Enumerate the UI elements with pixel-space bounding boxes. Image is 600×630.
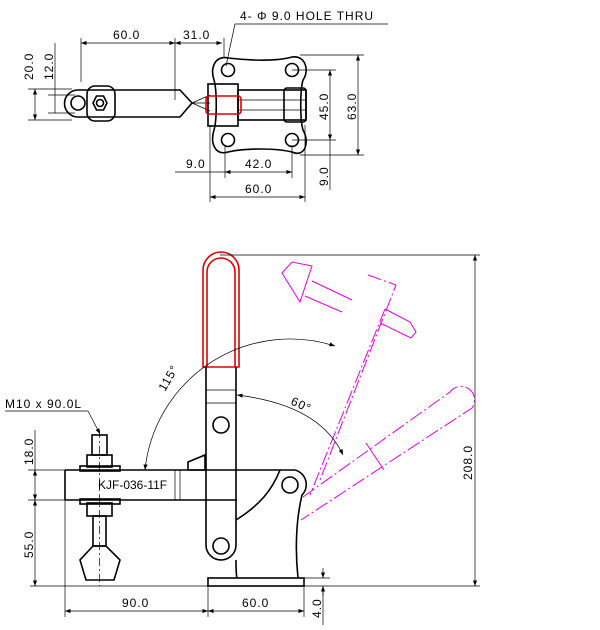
svg-text:63.0: 63.0 [345, 93, 359, 120]
pivot-icon [281, 476, 299, 494]
svg-text:208.0: 208.0 [461, 445, 475, 480]
top-dimensions: 60.0 31.0 20.0 12.0 45.0 63.0 9.0 [22, 28, 364, 202]
pivot-icon [212, 537, 230, 555]
svg-text:20.0: 20.0 [22, 53, 36, 80]
svg-text:18.0: 18.0 [22, 438, 36, 465]
svg-text:55.0: 55.0 [22, 531, 36, 558]
svg-text:60.0: 60.0 [242, 596, 269, 610]
hole-note: 4- Φ 9.0 HOLE THRU [240, 9, 374, 23]
spindle [79, 430, 121, 586]
clamp-arm-top [63, 85, 211, 122]
hole-icon [220, 132, 236, 148]
angle-release: 60° [289, 394, 314, 416]
lever [205, 367, 237, 561]
pivot-icon [212, 416, 230, 434]
hole-icon [220, 62, 236, 78]
svg-text:60.0: 60.0 [113, 28, 140, 42]
base-plate-top [205, 56, 307, 155]
side-view: KJF-036-11F M10 x 90.0L 115° 60° 208.0 [5, 251, 480, 625]
svg-text:12.0: 12.0 [42, 53, 56, 80]
alternate-position [281, 261, 476, 521]
handle-grip-top [205, 95, 242, 115]
svg-text:90.0: 90.0 [122, 596, 149, 610]
spindle-note: M10 x 90.0L [5, 397, 82, 411]
svg-text:42.0: 42.0 [245, 157, 272, 171]
svg-text:9.0: 9.0 [317, 166, 331, 186]
svg-text:45.0: 45.0 [317, 93, 331, 120]
model-label: KJF-036-11F [98, 478, 167, 492]
svg-text:4.0: 4.0 [310, 598, 324, 618]
svg-text:31.0: 31.0 [183, 28, 210, 42]
svg-text:60.0: 60.0 [245, 182, 272, 196]
top-view: 4- Φ 9.0 HOLE THRU [22, 9, 388, 202]
svg-text:9.0: 9.0 [186, 157, 206, 171]
angle-open: 115° [155, 362, 181, 393]
handle-grip [202, 251, 240, 368]
base [207, 577, 305, 587]
